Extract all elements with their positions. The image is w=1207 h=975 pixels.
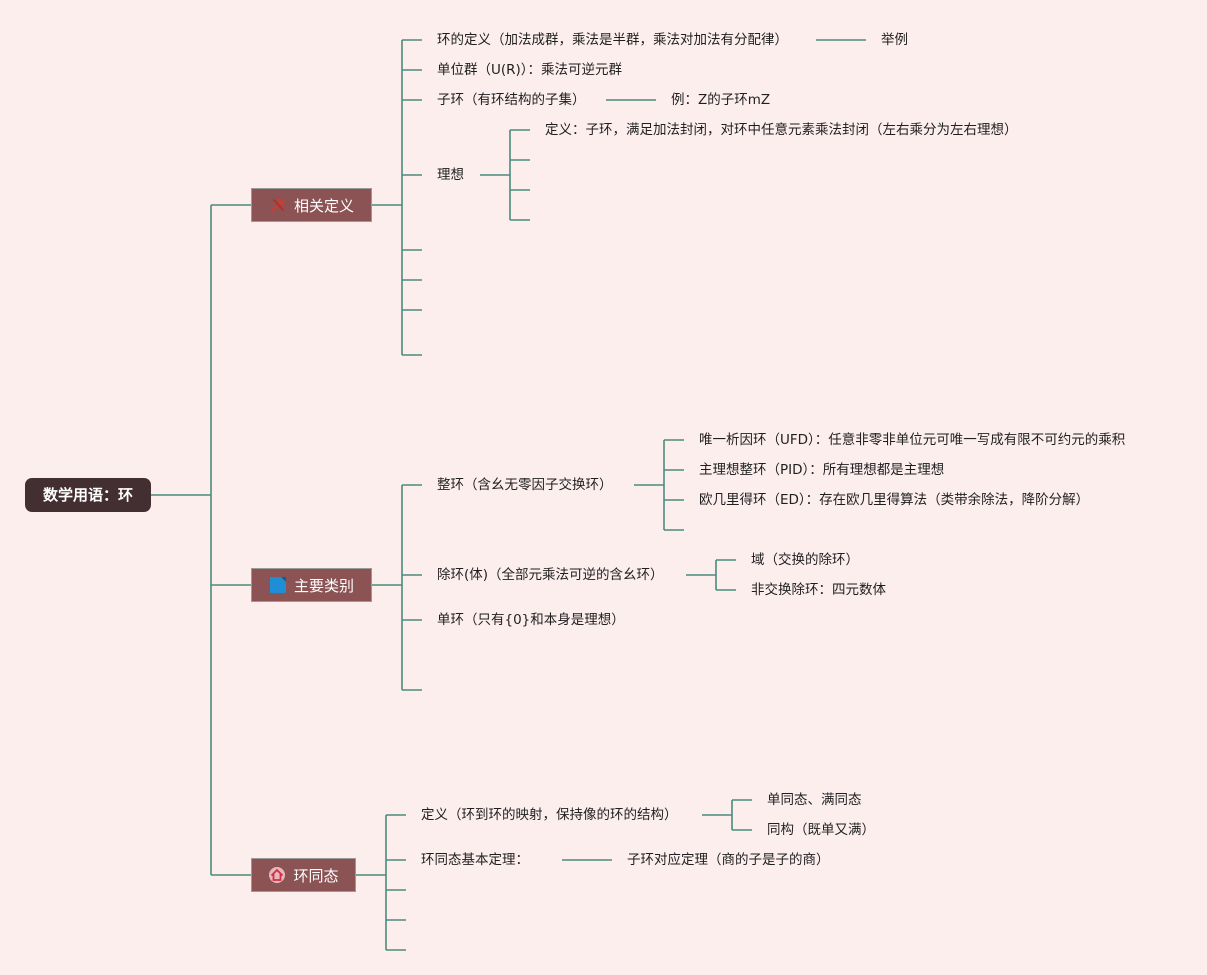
category-homomorphism[interactable]: 环同态 xyxy=(251,858,356,892)
node-ideal[interactable]: 理想 xyxy=(437,167,464,183)
tools-icon xyxy=(269,196,287,214)
node-euclidean-domain[interactable]: 欧几里得环（ED）：存在欧几里得算法（类带余除法，降阶分解） xyxy=(699,492,1090,508)
node-isomorphism[interactable]: 同构（既单又满） xyxy=(767,822,875,838)
node-subring[interactable]: 子环（有环结构的子集） xyxy=(437,92,586,108)
node-noncommutative-division-ring[interactable]: 非交换除环：四元数体 xyxy=(751,582,886,598)
category-label: 环同态 xyxy=(293,866,339,885)
node-division-ring[interactable]: 除环(体)（全部元乘法可逆的含幺环） xyxy=(437,567,664,583)
category-label: 主要类别 xyxy=(293,576,354,595)
category-definitions[interactable]: 相关定义 xyxy=(251,188,372,222)
category-types[interactable]: 主要类别 xyxy=(251,568,372,602)
node-homomorphism-theorem[interactable]: 环同态基本定理：￼ xyxy=(421,852,529,868)
node-unit-group[interactable]: 单位群（U(R)）：乘法可逆元群 xyxy=(437,62,623,78)
category-label: 相关定义 xyxy=(293,196,354,215)
node-ideal-definition[interactable]: 定义：子环，满足加法封闭，对环中任意元素乘法封闭（左右乘分为左右理想） xyxy=(545,122,1018,138)
root-topic[interactable]: 数学用语：环 xyxy=(25,478,151,512)
node-subring-example[interactable]: 例：Z的子环mZ xyxy=(671,92,771,108)
node-integral-domain[interactable]: 整环（含幺无零因子交换环） xyxy=(437,477,613,493)
node-ufd[interactable]: 唯一析因环（UFD）：任意非零非单位元可唯一写成有限不可约元的乘积 xyxy=(699,432,1126,448)
node-mono-epi[interactable]: 单同态、满同态 xyxy=(767,792,862,808)
node-homomorphism-definition[interactable]: 定义（环到环的映射，保持像的环的结构） xyxy=(421,807,678,823)
node-field[interactable]: 域（交换的除环） xyxy=(751,552,859,568)
node-simple-ring[interactable]: 单环（只有{0}和本身是理想） xyxy=(437,612,625,628)
flag-icon xyxy=(269,576,287,594)
node-example[interactable]: 举例 xyxy=(881,32,908,48)
node-pid[interactable]: 主理想整环（PID）：所有理想都是主理想 xyxy=(699,462,945,478)
node-ring-definition[interactable]: 环的定义（加法成群，乘法是半群，乘法对加法有分配律） xyxy=(437,32,788,48)
node-correspondence-theorem[interactable]: 子环对应定理（商的子是子的商） xyxy=(627,852,830,868)
house-icon xyxy=(268,866,286,884)
